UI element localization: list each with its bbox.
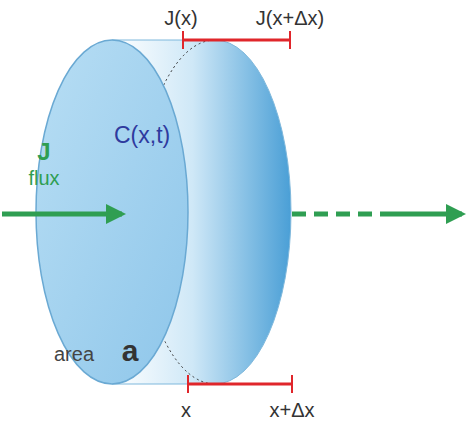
flux-label: flux xyxy=(28,168,59,188)
area-symbol: a xyxy=(122,336,139,366)
flux-hidden xyxy=(292,212,385,217)
position-label: x+Δx xyxy=(269,400,314,420)
flux-position-label: J(x+Δx) xyxy=(256,8,324,28)
flux-position-label: J(x) xyxy=(164,8,197,28)
position-label: x xyxy=(181,400,191,420)
flux-in-arrow xyxy=(2,212,122,217)
flux-symbol: J xyxy=(37,140,50,164)
slab-volume: C(x,t) xyxy=(36,40,292,384)
thickness-marks xyxy=(183,31,292,393)
flux-out-arrow xyxy=(385,212,462,217)
concentration-label: C(x,t) xyxy=(114,124,170,147)
area-label: area xyxy=(54,344,94,364)
